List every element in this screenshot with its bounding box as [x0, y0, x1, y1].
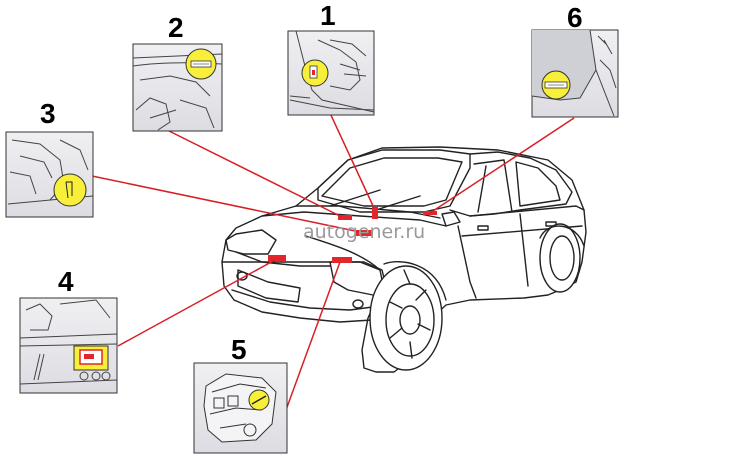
inset-6 — [531, 29, 619, 118]
marker-3 — [355, 230, 373, 236]
callout-number-2: 2 — [168, 12, 184, 43]
callout-number-4: 4 — [58, 266, 74, 297]
leader-lines — [91, 112, 575, 411]
marker-2 — [338, 215, 352, 220]
leader-line-2 — [166, 129, 343, 218]
leader-line-6 — [429, 117, 575, 214]
inset-1 — [287, 30, 375, 116]
marker-4 — [268, 255, 286, 261]
callout-number-1: 1 — [320, 0, 336, 31]
leader-line-5 — [285, 261, 341, 411]
inset-3 — [5, 131, 94, 218]
callout-number-6: 6 — [567, 2, 583, 33]
leader-line-3 — [91, 175, 361, 233]
marker-5 — [332, 257, 352, 263]
marker-1 — [372, 207, 378, 219]
inset-4 — [19, 297, 118, 394]
inset-5 — [193, 362, 288, 454]
leader-line-4 — [117, 259, 276, 347]
callout-number-5: 5 — [231, 334, 247, 365]
leader-line-1 — [329, 112, 375, 209]
inset-2 — [132, 43, 223, 132]
callout-number-3: 3 — [40, 98, 56, 129]
watermark-text: autogener.ru — [303, 221, 426, 243]
